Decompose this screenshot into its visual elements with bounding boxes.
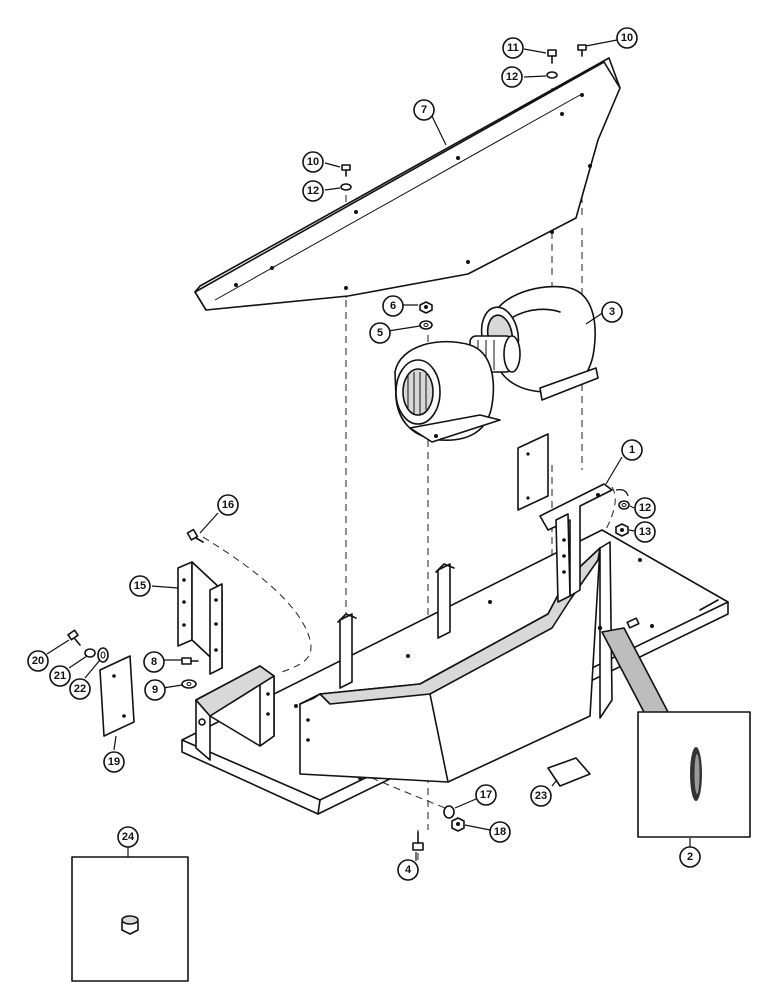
top-cover-panel (194, 57, 621, 311)
callout-label-9: 9 (152, 684, 158, 696)
callout-11: 11 (502, 37, 524, 59)
callout-9: 9 (144, 679, 166, 701)
callout-label-11: 11 (507, 42, 519, 54)
callout-label-5: 5 (377, 327, 383, 339)
callout-22: 22 (69, 678, 91, 700)
callout-10-top: 10 (616, 27, 638, 49)
access-plate (517, 433, 549, 511)
callout-label-24: 24 (122, 831, 135, 843)
callout-label-7: 7 (421, 104, 427, 116)
callout-18: 18 (489, 821, 511, 843)
callout-label-3: 3 (609, 306, 615, 318)
callout-label-8: 8 (151, 656, 157, 668)
detail-grommet-box (601, 627, 751, 838)
callout-label-2: 2 (687, 851, 693, 863)
end-bracket-left (195, 665, 275, 761)
callout-1: 1 (621, 439, 643, 461)
callout-label-23: 23 (535, 790, 547, 802)
callout-7: 7 (413, 99, 435, 121)
nut-18 (451, 817, 465, 832)
callout-19: 19 (103, 751, 125, 773)
leader-lines (46, 39, 691, 861)
callout-label-12-top: 12 (506, 71, 518, 83)
callout-23: 23 (530, 785, 552, 807)
support-post-center (435, 563, 455, 639)
washer-5 (419, 320, 433, 330)
label-23 (547, 757, 591, 787)
support-post-left (337, 613, 357, 689)
callout-20: 20 (27, 650, 49, 672)
callout-label-12-right: 12 (639, 502, 651, 514)
bracket-15 (177, 561, 223, 675)
screw-10-top-right (577, 44, 587, 57)
callout-8: 8 (143, 651, 165, 673)
callout-label-20: 20 (32, 655, 44, 667)
callout-label-19: 19 (108, 756, 120, 768)
plate-19 (99, 655, 135, 737)
screw-20 (67, 629, 81, 646)
screw-11 (547, 49, 557, 64)
washer-12-right (618, 500, 630, 510)
callout-2: 2 (679, 846, 701, 868)
screw-8 (181, 657, 199, 665)
washer-12-top (546, 71, 558, 79)
callout-label-21: 21 (54, 670, 66, 682)
callout-label-10-left: 10 (307, 156, 319, 168)
callout-label-16: 16 (222, 499, 234, 511)
screw-16 (186, 528, 204, 543)
callout-label-17: 17 (480, 789, 492, 801)
callout-5: 5 (369, 322, 391, 344)
air-duct (299, 483, 613, 783)
washer-17 (443, 805, 455, 819)
callout-4: 4 (397, 859, 419, 881)
callout-label-10-top: 10 (621, 32, 633, 44)
callout-label-13: 13 (639, 526, 651, 538)
callout-label-12-left: 12 (307, 185, 319, 197)
washer-21 (84, 648, 96, 658)
callout-6: 6 (382, 295, 404, 317)
callout-label-18: 18 (494, 826, 506, 838)
callout-16: 16 (217, 494, 239, 516)
nut-6 (419, 301, 433, 314)
callout-12-left: 12 (302, 180, 324, 202)
washer-22 (97, 647, 109, 663)
callout-17: 17 (475, 784, 497, 806)
callout-12-top: 12 (501, 66, 523, 88)
screw-10-left (341, 164, 351, 177)
callout-label-6: 6 (390, 300, 396, 312)
callout-label-1: 1 (629, 444, 635, 456)
nut-13 (615, 523, 629, 537)
callout-label-4: 4 (405, 864, 412, 876)
callout-label-15: 15 (134, 580, 146, 592)
callout-21: 21 (49, 665, 71, 687)
callout-10-left: 10 (302, 151, 324, 173)
callout-12-right: 12 (634, 497, 656, 519)
callout-13: 13 (634, 521, 656, 543)
callout-label-22: 22 (74, 683, 86, 695)
blower-assembly (394, 285, 599, 443)
washer-12-left (340, 183, 352, 191)
callout-15: 15 (129, 575, 151, 597)
callout-3: 3 (601, 301, 623, 323)
screw-4 (412, 831, 424, 851)
detail-plug-box (71, 856, 189, 982)
washer-9 (181, 679, 197, 689)
callout-24: 24 (117, 826, 139, 848)
